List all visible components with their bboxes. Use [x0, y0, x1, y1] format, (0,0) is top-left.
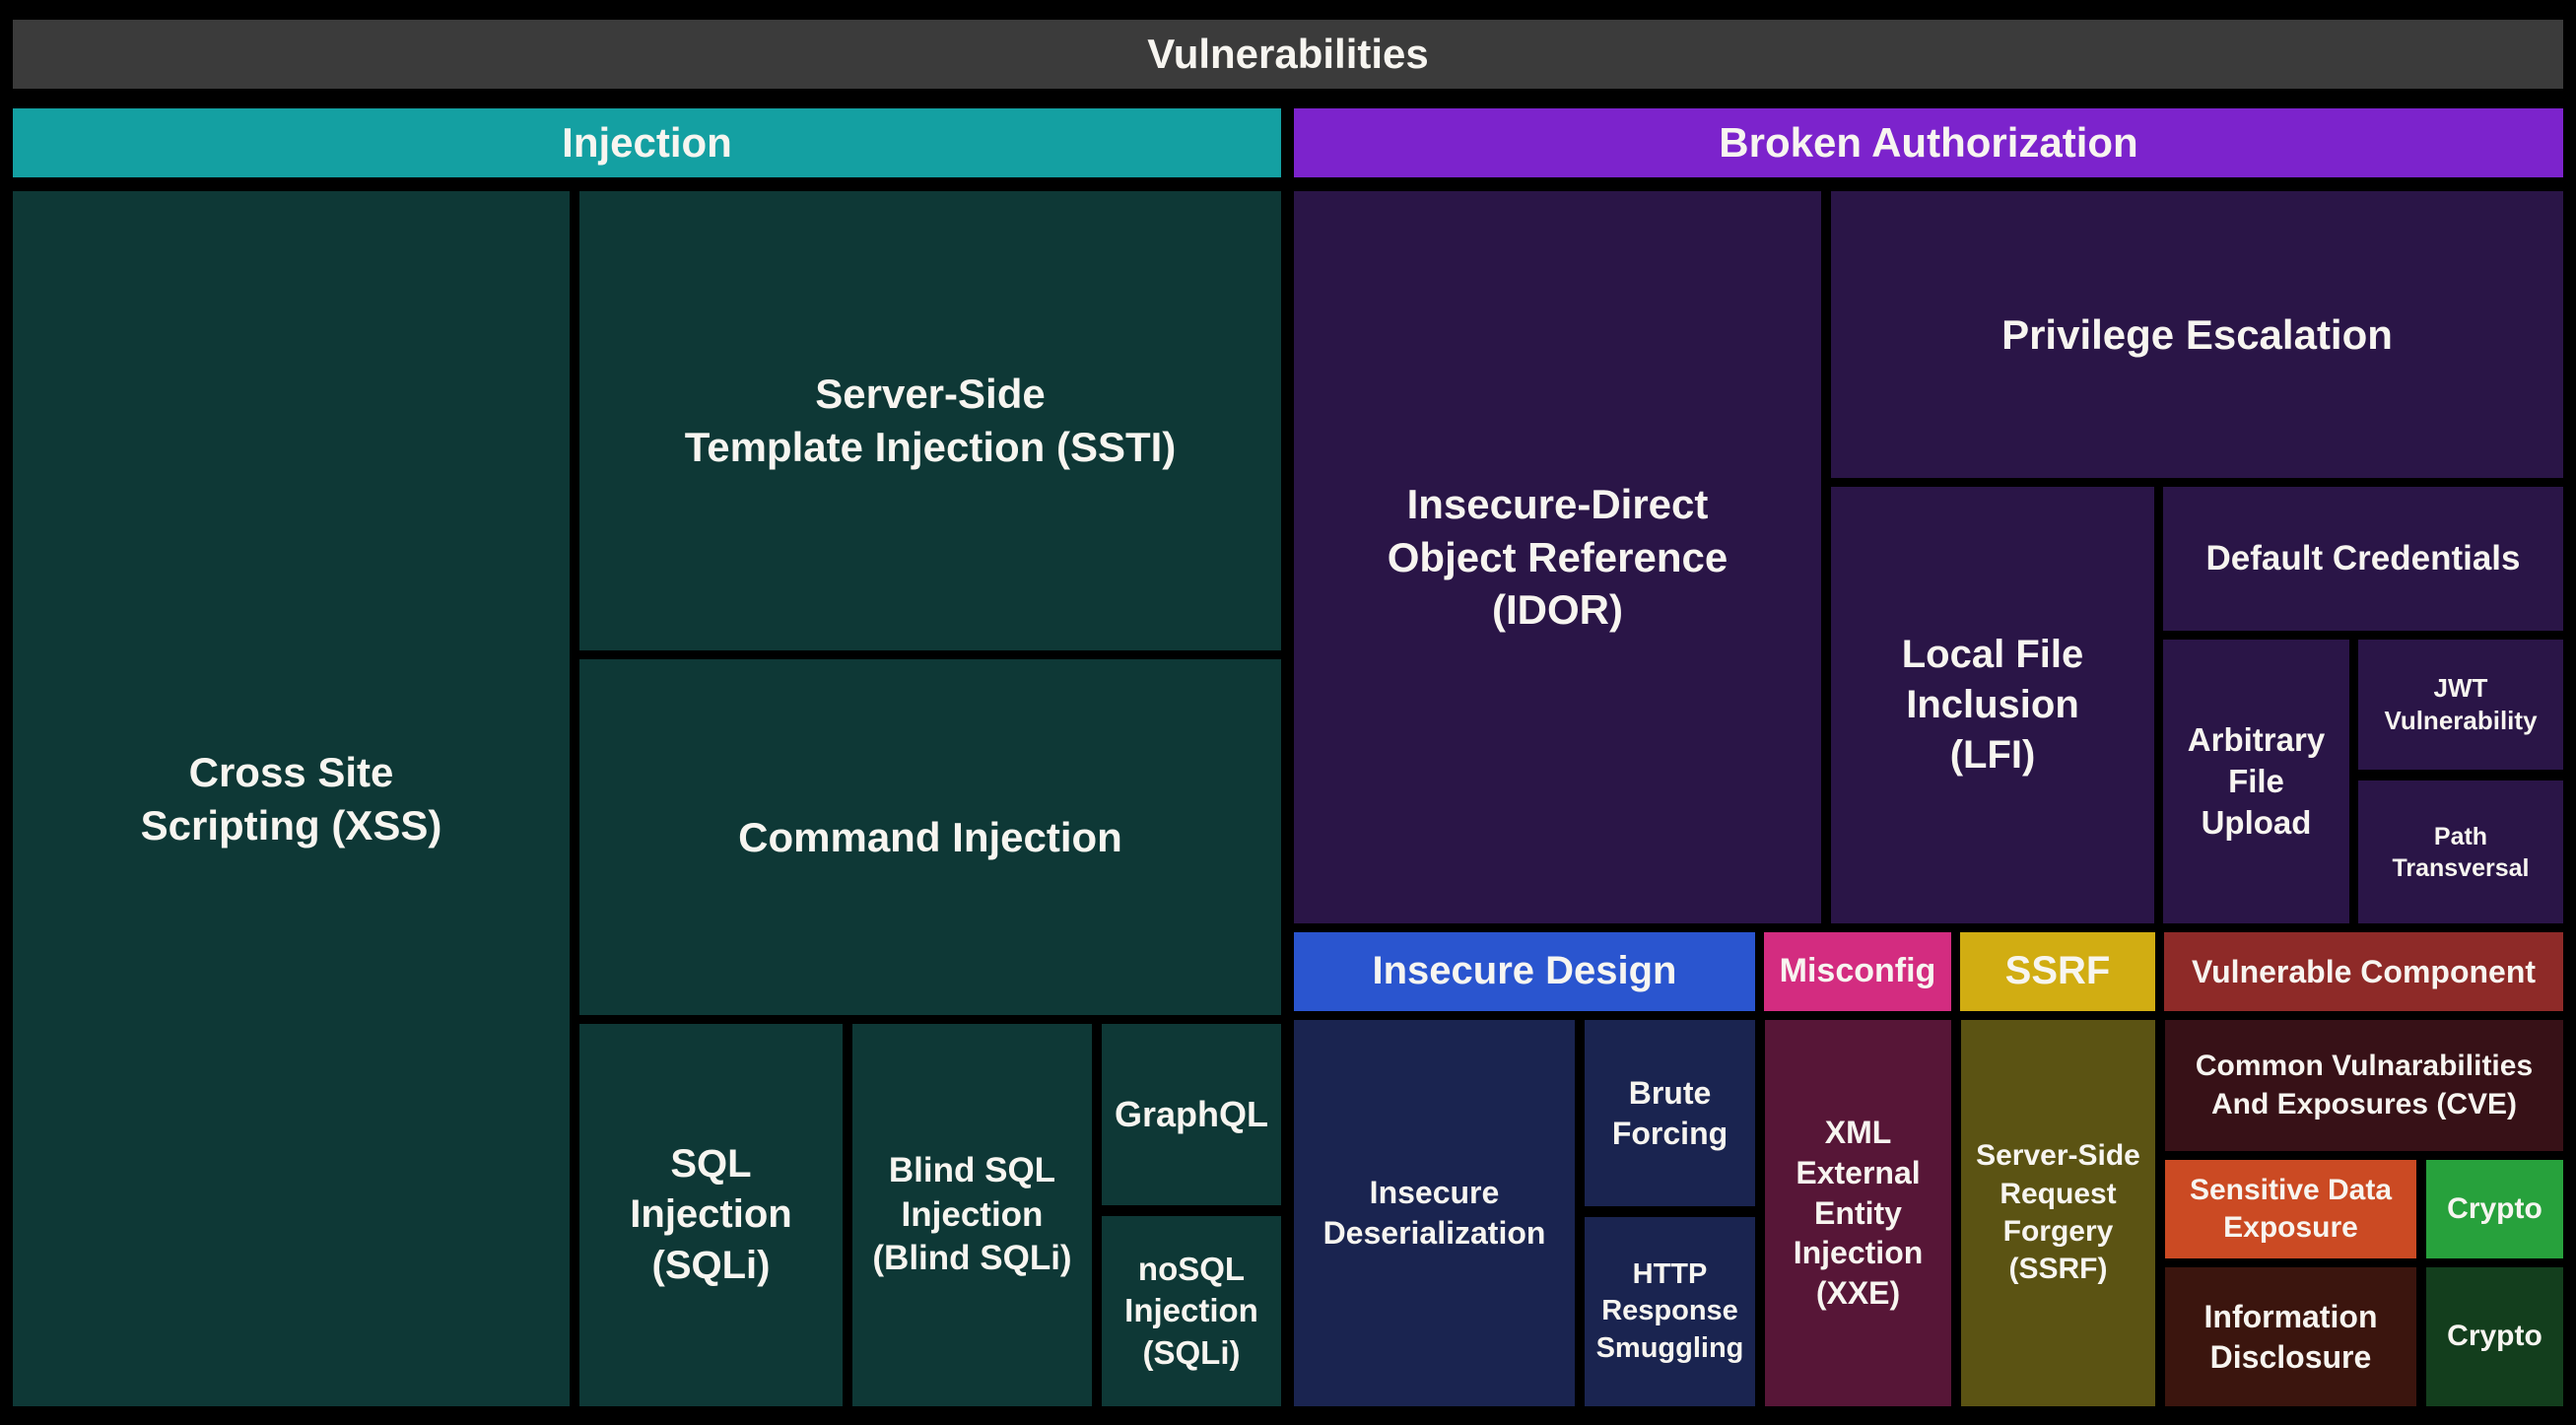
broken-auth-lower-area: Local File Inclusion (LFI) Default Crede…: [1831, 487, 2563, 923]
treemap-body: Cross Site Scripting (XSS) Server-Side T…: [13, 191, 2563, 1406]
cell-brute-forcing: Brute Forcing: [1585, 1020, 1755, 1206]
group-header-broken-authorization: Broken Authorization: [1294, 108, 2563, 177]
cell-jwt-vulnerability: JWT Vulnerability: [2358, 640, 2563, 770]
cell-command-injection: Command Injection: [579, 659, 1281, 1015]
cell-crypto-top: Crypto: [2426, 1160, 2563, 1258]
subgroup-header-insecure-design: Insecure Design: [1294, 932, 1755, 1011]
cell-default-credentials: Default Credentials: [2163, 487, 2563, 631]
cell-path-transversal: Path Transversal: [2358, 780, 2563, 923]
broken-auth-top-right-column: Privilege Escalation Local File Inclusio…: [1831, 191, 2563, 923]
cell-http-response-smuggling: HTTP Response Smuggling: [1585, 1217, 1755, 1406]
injection-middle-column: Server-Side Template Injection (SSTI) Co…: [579, 191, 1281, 1406]
cell-server-side-request-forgery: Server-Side Request Forgery (SSRF): [1961, 1020, 2155, 1406]
vulnerable-component-row-1: Sensitive Data Exposure Crypto: [2165, 1160, 2563, 1258]
injection-bottom-row: SQL Injection (SQLi) Blind SQL Injection…: [579, 1024, 1281, 1406]
cell-local-file-inclusion: Local File Inclusion (LFI): [1831, 487, 2154, 923]
broken-auth-upload-row: Arbitrary File Upload JWT Vulnerability …: [2163, 640, 2563, 923]
cell-sql-injection: SQL Injection (SQLi): [579, 1024, 843, 1406]
cell-server-side-template-injection: Server-Side Template Injection (SSTI): [579, 191, 1281, 650]
cell-common-vulnerabilities-and-exposures: Common Vulnarabilities And Exposures (CV…: [2165, 1020, 2563, 1151]
broken-auth-top-area: Insecure-Direct Object Reference (IDOR) …: [1294, 191, 2563, 923]
subgroup-headers-row: Insecure Design Misconfig SSRF Vulnerabl…: [1294, 932, 2563, 1011]
broken-auth-lower-right-column: Default Credentials Arbitrary File Uploa…: [2163, 487, 2563, 923]
injection-bottom-right-column: GraphQL noSQL Injection (SQLi): [1102, 1024, 1281, 1406]
vulnerable-component-row-2: Information Disclosure Crypto: [2165, 1267, 2563, 1406]
cell-arbitrary-file-upload: Arbitrary File Upload: [2163, 640, 2349, 923]
brute-http-column: Brute Forcing HTTP Response Smuggling: [1585, 1020, 1755, 1406]
broken-authorization-group: Insecure-Direct Object Reference (IDOR) …: [1294, 191, 2563, 1406]
cell-privilege-escalation: Privilege Escalation: [1831, 191, 2563, 478]
cell-cross-site-scripting: Cross Site Scripting (XSS): [13, 191, 570, 1406]
broken-auth-bottom-row: Insecure Deserialization Brute Forcing H…: [1294, 1020, 2563, 1406]
injection-group: Cross Site Scripting (XSS) Server-Side T…: [13, 191, 1281, 1406]
cell-blind-sql-injection: Blind SQL Injection (Blind SQLi): [852, 1024, 1092, 1406]
cell-nosql-injection: noSQL Injection (SQLi): [1102, 1216, 1281, 1406]
cell-graphql: GraphQL: [1102, 1024, 1281, 1205]
cell-crypto-bottom: Crypto: [2426, 1267, 2563, 1406]
group-header-injection: Injection: [13, 108, 1281, 177]
jwt-path-column: JWT Vulnerability Path Transversal: [2358, 640, 2563, 923]
cell-xml-external-entity-injection: XML External Entity Injection (XXE): [1765, 1020, 1951, 1406]
subgroup-header-misconfig: Misconfig: [1764, 932, 1951, 1011]
group-headers-row: Injection Broken Authorization: [13, 108, 2563, 177]
subgroup-header-vulnerable-component: Vulnerable Component: [2164, 932, 2563, 1011]
subgroup-header-ssrf: SSRF: [1960, 932, 2155, 1011]
cell-insecure-direct-object-reference: Insecure-Direct Object Reference (IDOR): [1294, 191, 1821, 923]
cell-information-disclosure: Information Disclosure: [2165, 1267, 2416, 1406]
page-title: Vulnerabilities: [13, 20, 2563, 89]
vulnerable-component-column: Common Vulnarabilities And Exposures (CV…: [2165, 1020, 2563, 1406]
cell-sensitive-data-exposure: Sensitive Data Exposure: [2165, 1160, 2416, 1258]
cell-insecure-deserialization: Insecure Deserialization: [1294, 1020, 1575, 1406]
